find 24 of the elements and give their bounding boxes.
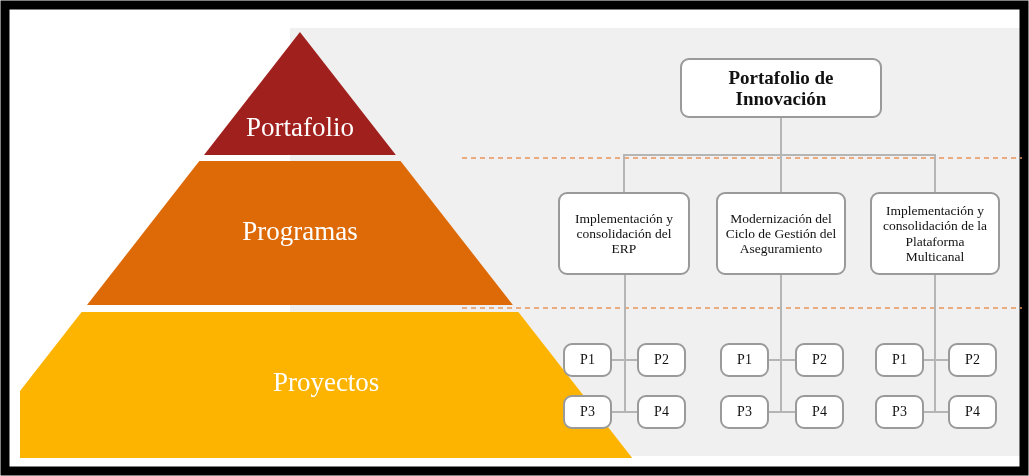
connector-line [780, 274, 796, 413]
project-box: P4 [637, 395, 686, 429]
level-label: Programas [242, 216, 358, 247]
project-box: P3 [875, 395, 924, 429]
level-label: Proyectos [272, 367, 380, 398]
project-box: P2 [948, 343, 997, 377]
project-box: P2 [637, 343, 686, 377]
level-label: Portafolio [246, 112, 354, 143]
project-box: P2 [795, 343, 844, 377]
project-box: P1 [720, 343, 769, 377]
program-box: Implementación y consolidación de la Plataforma Multicanal [870, 192, 1000, 275]
program-box: Implementación y consolidación del ERP [558, 192, 690, 275]
pyramid-band [204, 32, 396, 155]
project-box: P1 [563, 343, 612, 377]
project-box: P3 [720, 395, 769, 429]
connector-line [934, 274, 949, 413]
pyramid-band [87, 161, 513, 305]
project-box: P4 [948, 395, 997, 429]
program-box: Modernización del Ciclo de Gestión del Aseguramiento [716, 192, 846, 275]
project-box: P1 [875, 343, 924, 377]
connector-line [780, 117, 936, 193]
project-box: P4 [795, 395, 844, 429]
pyramid-band [20, 312, 633, 458]
portfolio-box: Portafolio de Innovación [680, 58, 882, 118]
